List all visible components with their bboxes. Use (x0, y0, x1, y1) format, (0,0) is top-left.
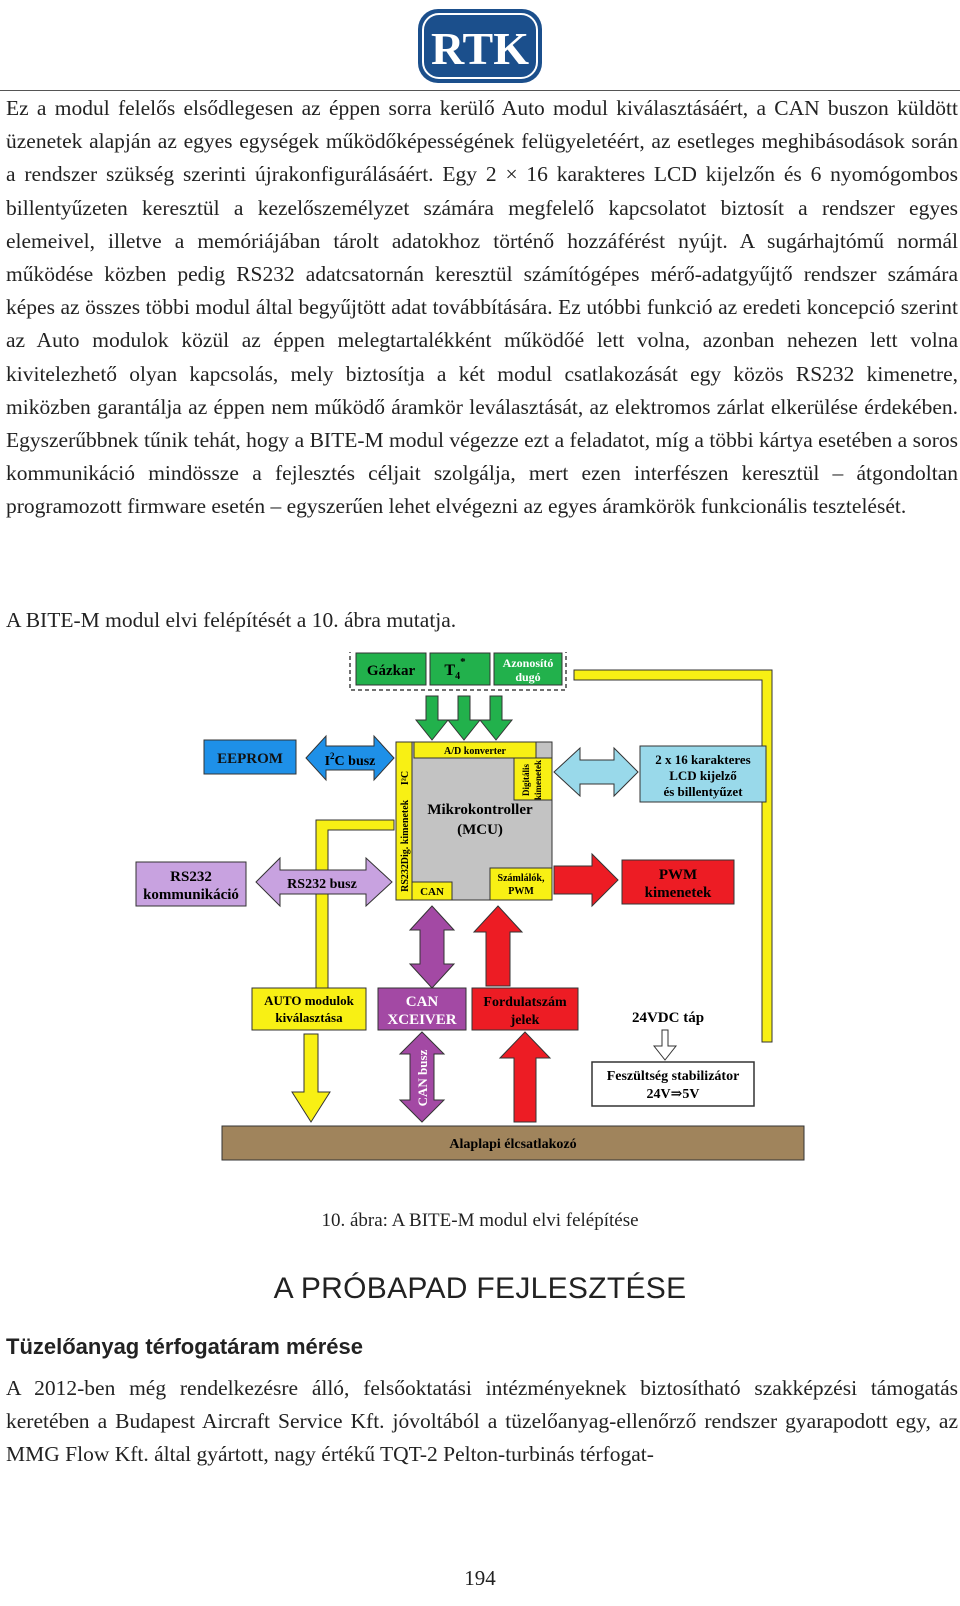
svg-text:PWM: PWM (659, 867, 697, 883)
page-number: 194 (464, 1566, 496, 1590)
t4-box (429, 652, 491, 686)
sensor-group-frame (349, 652, 567, 691)
svg-text:XCEIVER: XCEIVER (387, 1012, 456, 1028)
svg-text:Dig. kimenetek: Dig. kimenetek (400, 799, 411, 864)
svg-text:Számlálók,: Számlálók, (498, 873, 545, 884)
can-xceiver-arrow (408, 905, 456, 989)
svg-text:LCD kijelző: LCD kijelző (669, 768, 737, 783)
svg-text:(MCU): (MCU) (457, 822, 503, 838)
svg-text:Gázkar: Gázkar (367, 663, 416, 679)
azonosito-box (493, 652, 563, 686)
figure-caption: 10. ábra: A BITE-M modul elvi felépítése (321, 1210, 639, 1231)
rs232-busz-arrow (255, 856, 393, 908)
rs232-kom-box (135, 861, 247, 907)
block-diagram: Gázkar T4* Azonosító dugó EEPROM I2C bus… (135, 652, 805, 1161)
svg-text:kimenetek: kimenetek (645, 885, 712, 901)
lcd-box (639, 745, 767, 803)
paragraph-1: Ez a modul felelős elsődlegesen az éppen… (6, 96, 958, 519)
svg-text:T4*: T4* (444, 656, 466, 682)
gazkar-arrow (414, 695, 450, 741)
can-xceiver-box (377, 987, 467, 1031)
svg-text:Digitális: Digitális (521, 764, 531, 796)
fordulatszam-up-arrow (498, 1031, 552, 1123)
svg-text:kiválasztása: kiválasztása (275, 1010, 343, 1025)
header-rule (0, 90, 960, 91)
svg-text:I²C: I²C (400, 771, 411, 785)
svg-text:CAN busz: CAN busz (415, 1049, 430, 1106)
svg-text:Azonosító: Azonosító (503, 656, 554, 670)
rtk-logo: RTK (418, 9, 542, 83)
auto-box (251, 987, 367, 1031)
svg-text:PWM: PWM (508, 886, 534, 897)
eeprom-box (203, 739, 297, 775)
feedback-line (573, 669, 773, 1043)
svg-text:A/D konverter: A/D konverter (444, 746, 506, 757)
svg-text:Alaplapi élcsatlakozó: Alaplapi élcsatlakozó (449, 1137, 576, 1152)
subsection-title: Tüzelőanyag térfogatáram mérése (6, 1334, 364, 1359)
azonosito-arrow (478, 695, 514, 741)
svg-text:Feszültség stabilizátor: Feszültség stabilizátor (607, 1069, 740, 1084)
svg-text:kimenetek: kimenetek (533, 760, 543, 800)
svg-text:CAN: CAN (420, 886, 444, 898)
logo-text: RTK (431, 23, 529, 74)
mcu-counters-strip (489, 867, 553, 901)
svg-text:24VDC táp: 24VDC táp (632, 1010, 704, 1026)
ad-converter-strip (413, 741, 537, 759)
i2c-busz-arrow (305, 734, 395, 782)
svg-text:és billentyűzet: és billentyűzet (663, 784, 743, 799)
svg-text:RS232: RS232 (170, 869, 212, 885)
t4-arrow (446, 695, 482, 741)
svg-text:dugó: dugó (515, 670, 540, 684)
tap-arrow (652, 1029, 678, 1061)
svg-text:CAN: CAN (406, 994, 439, 1010)
svg-text:EEPROM: EEPROM (217, 751, 283, 767)
svg-text:Fordulatszám: Fordulatszám (483, 995, 567, 1010)
svg-text:RS232 busz: RS232 busz (287, 877, 357, 892)
pwm-box (621, 859, 735, 905)
svg-text:I2C busz: I2C busz (325, 751, 376, 769)
can-busz-arrow (398, 1031, 446, 1123)
fordulatszam-arrow (472, 905, 524, 987)
svg-text:RS232: RS232 (400, 864, 411, 892)
paragraph-3: A 2012-ben még rendelkezésre álló, felső… (6, 1376, 958, 1467)
alaplap-connector (221, 1125, 805, 1161)
auto-feed-line (315, 819, 395, 999)
svg-text:24V⇒5V: 24V⇒5V (647, 1087, 700, 1102)
section-title: A PRÓBAPAD FEJLESZTÉSE (273, 1272, 687, 1305)
auto-down-arrow (291, 1033, 331, 1123)
mcu-left-strip (395, 741, 413, 901)
svg-text:jelek: jelek (510, 1013, 540, 1028)
stabilizer-box (591, 1061, 755, 1107)
svg-text:kommunikáció: kommunikáció (143, 887, 239, 903)
mcu-can-strip (411, 881, 453, 901)
svg-text:2 x 16 karakteres: 2 x 16 karakteres (655, 752, 750, 767)
svg-text:AUTO modulok: AUTO modulok (264, 993, 354, 1008)
paragraph-2: A BITE-M modul elvi felépítését a 10. áb… (6, 608, 457, 632)
gazkar-box (355, 652, 427, 686)
fordulatszam-box (471, 987, 579, 1031)
svg-text:Mikrokontroller: Mikrokontroller (427, 802, 533, 818)
mcu-right-strip (513, 757, 553, 801)
pwm-arrow (553, 852, 619, 908)
lcd-arrow (553, 746, 639, 798)
